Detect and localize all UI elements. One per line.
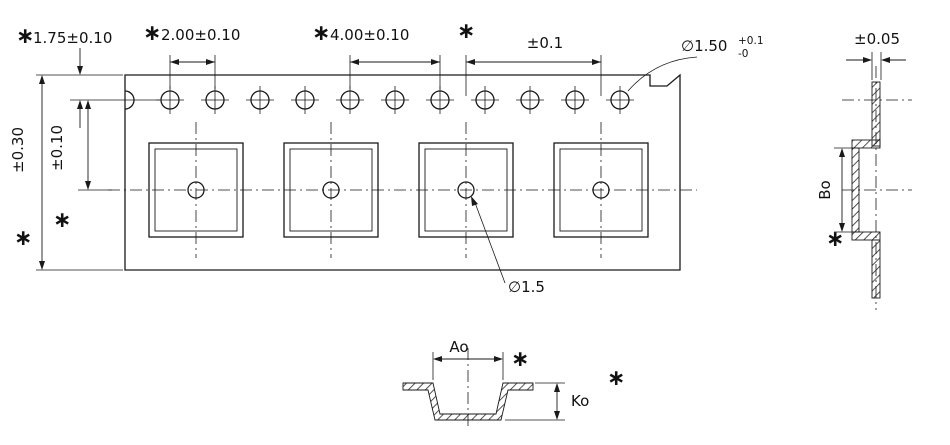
dim-edge-to-hole: ∗ 1.75±0.10	[16, 24, 160, 128]
dim-pocket-depth-ko: Ko ∗	[505, 366, 625, 421]
label-pocket-center-hole-dia: ∅1.5	[508, 278, 545, 296]
tape-side-view: ±0.05 Bo ∗	[816, 30, 912, 310]
sprocket-hole	[155, 85, 185, 115]
label-sprocket-hole-dia: ∅1.50	[681, 37, 727, 55]
footnote-star: ∗	[143, 21, 161, 46]
label-hole-to-pocket-center: ±0.10	[48, 125, 66, 171]
label-sprocket-hole-dia-plus: +0.1	[738, 35, 764, 47]
dim-hole-to-pocket-center: ±0.10 ∗	[48, 100, 112, 233]
callout-pocket-center-hole: ∅1.5	[471, 196, 545, 296]
sprocket-holes	[155, 85, 635, 115]
tape-outline	[124, 73, 681, 271]
dim-pocket-pitch: ∗ 4.00±0.10	[312, 21, 441, 89]
sprocket-hole	[335, 85, 365, 115]
pocket	[553, 121, 649, 259]
sprocket-hole	[560, 85, 590, 115]
dim-cumulative-tolerance: ∗ ±0.1	[457, 19, 602, 96]
footnote-star: ∗	[14, 226, 32, 251]
label-pocket-length-ao: Ao	[449, 338, 468, 356]
sprocket-hole	[290, 85, 320, 115]
footnote-star: ∗	[53, 208, 71, 233]
pocket-ledge-top	[851, 139, 881, 149]
pocket-ledge-bottom	[851, 231, 881, 241]
label-tape-thickness-tol: ±0.05	[854, 30, 900, 48]
dim-tape-width: ±0.30 ∗	[9, 74, 123, 271]
sprocket-hole	[245, 85, 275, 115]
footnote-star: ∗	[312, 21, 330, 46]
footnote-star: ∗	[826, 227, 844, 252]
label-cumulative-tolerance: ±0.1	[527, 34, 563, 52]
dim-pocket-length-ao: Ao ∗	[432, 338, 529, 380]
label-pocket-depth-ko: Ko	[571, 392, 589, 410]
sprocket-hole	[380, 85, 410, 115]
label-sprocket-hole-dia-minus: -0	[738, 48, 748, 60]
footnote-star: ∗	[607, 366, 625, 391]
label-pocket-pitch: 4.00±0.10	[330, 26, 409, 44]
label-edge-to-hole: 1.75±0.10	[33, 29, 112, 47]
dim-sprocket-pitch: ∗ 2.00±0.10	[143, 21, 240, 89]
label-sprocket-pitch: 2.00±0.10	[161, 26, 240, 44]
sprocket-hole	[470, 85, 500, 115]
label-pocket-width-bo: Bo	[816, 180, 834, 199]
sprocket-hole	[425, 85, 455, 115]
sprocket-hole	[605, 85, 635, 115]
dim-tape-thickness: ±0.05	[846, 30, 906, 80]
footnote-star: ∗	[16, 24, 34, 49]
footnote-star: ∗	[511, 347, 529, 372]
callout-sprocket-hole-dia: ∅1.50 +0.1 -0	[627, 35, 764, 92]
pocket-section-view: Ao ∗ Ko ∗	[402, 338, 625, 428]
sprocket-hole	[200, 85, 230, 115]
label-tape-width-tol: ±0.30	[9, 127, 27, 173]
dim-pocket-width-bo: Bo ∗	[816, 147, 852, 252]
pocket-section-profile	[402, 382, 534, 421]
sprocket-hole	[515, 85, 545, 115]
footnote-star: ∗	[457, 19, 475, 44]
pocket	[283, 121, 379, 259]
tape-top-view	[108, 73, 697, 271]
